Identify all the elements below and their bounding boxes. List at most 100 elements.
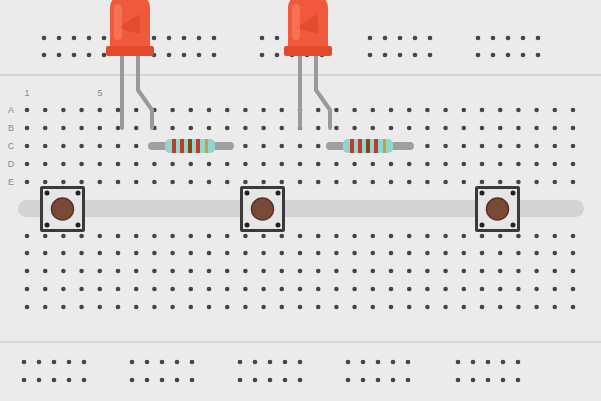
hole — [116, 234, 121, 239]
hole — [280, 251, 285, 256]
hole — [389, 287, 394, 292]
hole — [42, 53, 47, 58]
hole — [25, 126, 30, 131]
hole — [212, 53, 217, 58]
hole — [98, 126, 103, 131]
hole — [398, 36, 403, 41]
hole — [22, 378, 27, 383]
hole — [553, 162, 558, 167]
row-letter: D — [8, 160, 15, 169]
row-letter: B — [8, 124, 14, 133]
hole — [553, 287, 558, 292]
hole — [443, 234, 448, 239]
hole — [407, 108, 412, 113]
hole — [498, 108, 503, 113]
hole — [352, 287, 357, 292]
hole — [521, 53, 526, 58]
column-number: 5 — [97, 89, 102, 98]
hole — [43, 126, 48, 131]
hole — [243, 234, 248, 239]
hole — [352, 305, 357, 310]
hole — [443, 180, 448, 185]
hole — [134, 234, 139, 239]
hole — [316, 162, 321, 167]
hole — [571, 287, 576, 292]
hole — [72, 53, 77, 58]
hole — [116, 269, 121, 274]
hole — [425, 180, 430, 185]
hole — [361, 378, 366, 383]
pushbutton — [475, 186, 520, 232]
hole — [443, 269, 448, 274]
hole — [98, 162, 103, 167]
hole — [261, 108, 266, 113]
hole — [280, 162, 285, 167]
hole — [443, 251, 448, 256]
hole — [189, 251, 194, 256]
hole — [462, 269, 467, 274]
hole — [57, 36, 62, 41]
hole — [79, 162, 84, 167]
hole — [189, 305, 194, 310]
hole — [57, 53, 62, 58]
hole — [371, 234, 376, 239]
hole — [43, 234, 48, 239]
hole — [43, 144, 48, 149]
hole — [553, 108, 558, 113]
hole — [534, 234, 539, 239]
hole — [170, 305, 175, 310]
hole — [25, 180, 30, 185]
hole — [37, 378, 42, 383]
hole — [22, 360, 27, 365]
hole — [145, 378, 150, 383]
hole — [571, 144, 576, 149]
hole — [98, 269, 103, 274]
hole — [480, 180, 485, 185]
hole — [534, 144, 539, 149]
hole — [352, 269, 357, 274]
hole — [462, 162, 467, 167]
hole — [316, 144, 321, 149]
hole — [261, 162, 266, 167]
hole — [43, 305, 48, 310]
hole — [152, 269, 157, 274]
hole — [61, 234, 66, 239]
hole — [189, 162, 194, 167]
hole — [352, 126, 357, 131]
hole — [316, 251, 321, 256]
hole — [261, 251, 266, 256]
hole — [98, 180, 103, 185]
hole — [476, 36, 481, 41]
hole — [443, 144, 448, 149]
hole — [207, 251, 212, 256]
hole — [52, 360, 57, 365]
hole — [334, 180, 339, 185]
hole — [389, 269, 394, 274]
hole — [225, 180, 230, 185]
hole — [134, 269, 139, 274]
hole — [571, 251, 576, 256]
hole — [25, 108, 30, 113]
hole — [225, 251, 230, 256]
hole — [283, 378, 288, 383]
hole — [134, 180, 139, 185]
hole — [225, 108, 230, 113]
hole — [238, 360, 243, 365]
hole — [371, 305, 376, 310]
hole — [316, 305, 321, 310]
pushbuttons — [40, 186, 520, 232]
hole-grid — [22, 36, 576, 383]
hole — [406, 378, 411, 383]
hole — [298, 180, 303, 185]
hole — [152, 287, 157, 292]
hole — [425, 234, 430, 239]
hole — [361, 360, 366, 365]
hole — [280, 287, 285, 292]
hole — [79, 269, 84, 274]
hole — [79, 108, 84, 113]
hole — [456, 378, 461, 383]
hole — [25, 251, 30, 256]
hole — [480, 108, 485, 113]
hole — [298, 287, 303, 292]
hole — [391, 360, 396, 365]
